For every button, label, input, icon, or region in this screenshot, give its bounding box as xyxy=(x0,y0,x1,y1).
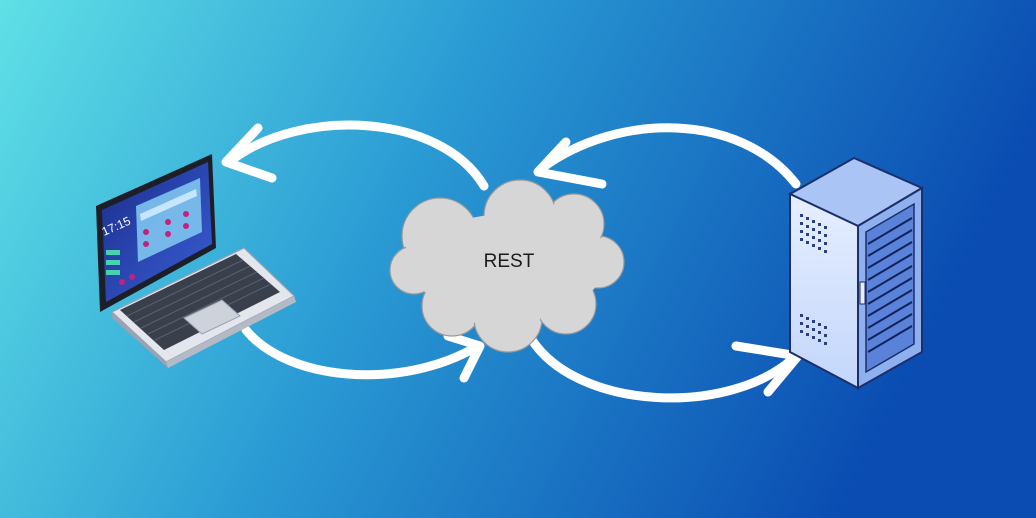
rest-cloud: REST xyxy=(389,179,625,353)
arrow-laptop-to-cloud xyxy=(241,325,485,383)
arrow-cloud-to-laptop xyxy=(221,120,489,191)
server-handle xyxy=(859,281,866,305)
cloud-label: REST xyxy=(484,251,535,272)
arrow-server-to-cloud xyxy=(533,123,801,189)
laptop-keyboard xyxy=(120,254,280,350)
server-icon xyxy=(787,156,925,390)
arrows xyxy=(221,120,803,403)
laptop-icon: 17:15 xyxy=(96,154,296,368)
laptop-trackpad xyxy=(183,299,241,335)
